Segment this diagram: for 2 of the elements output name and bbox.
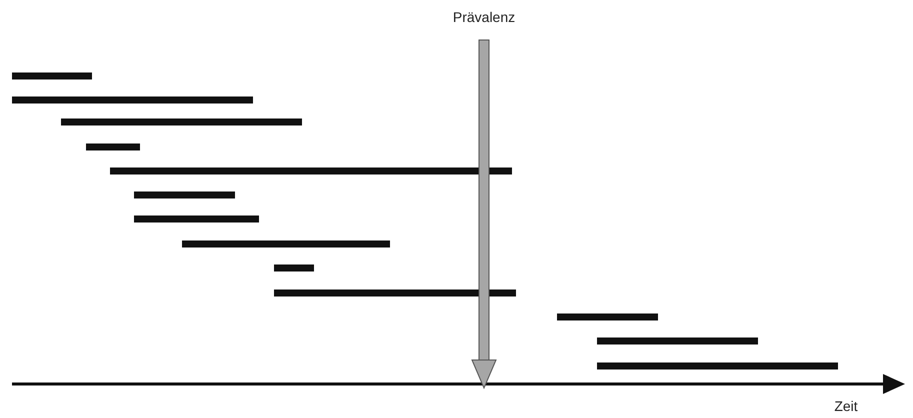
arrow-label: Prävalenz	[452, 9, 516, 26]
axis-label: Zeit	[834, 398, 858, 415]
